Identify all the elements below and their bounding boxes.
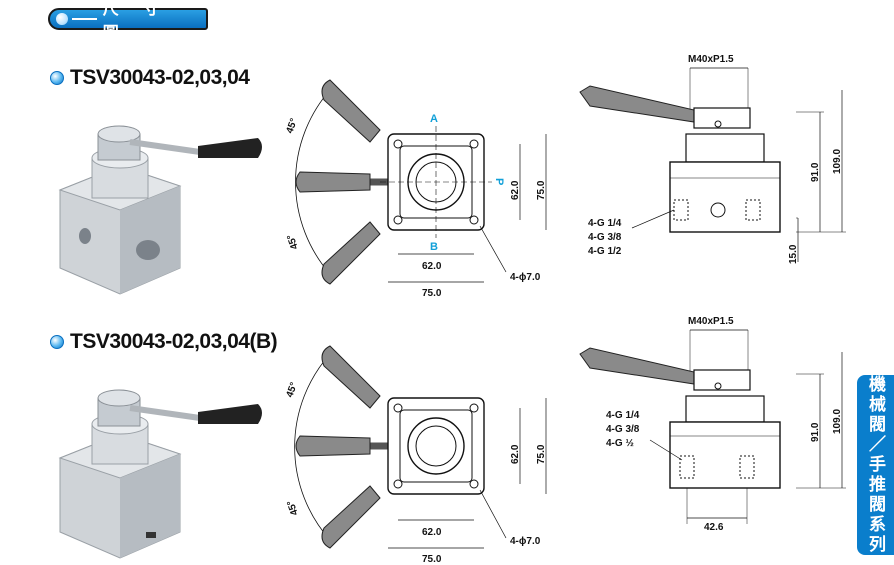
port-label-r: R [270,178,271,186]
thread-spec: M40xP1.5 [688,316,734,327]
model-title-1: TSV30043-02,03,04 [50,66,250,90]
port-spec-1: 4-G 1/4 [588,218,622,229]
port-label-b: B [430,241,438,253]
dim-inner-height: 62.0 [510,180,521,200]
dim-height-109: 109.0 [832,409,843,434]
dim-inner-width: 62.0 [422,527,442,538]
model-title-2: TSV30043-02,03,04(B) [50,330,278,354]
top-view-drawing-2: 45° 45° 62.0 75.0 62.0 75.0 4-ϕ7.0 [284,345,547,565]
port-label-a: A [430,113,438,125]
bullet-icon [50,335,64,349]
angle-label-lower: 45° [285,499,301,517]
section-title-pill: 尺 寸 圖 [48,1,208,42]
dim-outer-width: 75.0 [422,554,442,565]
dim-height-109: 109.0 [832,149,843,174]
dim-inner-width: 62.0 [422,261,442,272]
handle-lower [321,485,381,549]
side-view-drawing-1: M40xP1.5 91.0 109.0 15.0 4-G 1/4 4-G 3/8… [579,54,846,264]
handle-upper [321,345,381,409]
dim-outer-height: 75.0 [536,180,547,200]
handle-upper [321,79,381,143]
port-spec-2: 4-G 3/8 [606,424,640,435]
dim-holes: 4-ϕ7.0 [510,272,541,283]
dim-inner-height: 62.0 [510,444,521,464]
angle-label-upper: 45° [284,381,300,399]
section-title: 尺 寸 圖 [102,1,170,42]
dim-base-15: 15.0 [788,244,799,264]
model-title-text: TSV30043-02,03,04(B) [70,330,278,353]
handle-lower [321,221,381,285]
top-view-drawing-1: A B R P 45° 45° 62.0 75.0 62.0 75.0 4-ϕ7… [270,79,547,299]
series-side-tab-text: 機械閥／手推閥系列 [865,375,885,555]
port-label-p: P [493,178,505,185]
angle-label-lower: 45° [285,233,301,251]
dim-holes: 4-ϕ7.0 [510,536,541,547]
port-spec-3: 4-G ½ [606,438,634,449]
bullet-icon [50,71,64,85]
dim-width-426: 42.6 [704,522,724,530]
valve-photo-2 [58,389,262,559]
dim-outer-height: 75.0 [536,444,547,464]
port-spec-1: 4-G 1/4 [606,410,640,421]
dash-line [71,18,97,20]
port-spec-2: 4-G 3/8 [588,232,622,243]
valve-photo-1 [58,125,262,295]
bullet-icon [56,13,68,25]
thread-spec: M40xP1.5 [688,54,734,65]
model-title-text: TSV30043-02,03,04 [70,66,250,89]
section-header: 尺 寸 圖 [48,1,214,42]
dim-height-91: 91.0 [810,422,821,442]
series-side-tab: 機械閥／手推閥系列 [857,375,894,555]
angle-label-upper: 45° [284,117,300,135]
side-view-drawing-2: M40xP1.5 91.0 109.0 42.6 4-G 1/4 4-G 3/8… [579,316,846,530]
dim-outer-width: 75.0 [422,288,442,299]
port-spec-3: 4-G 1/2 [588,246,622,257]
dim-height-91: 91.0 [810,162,821,182]
